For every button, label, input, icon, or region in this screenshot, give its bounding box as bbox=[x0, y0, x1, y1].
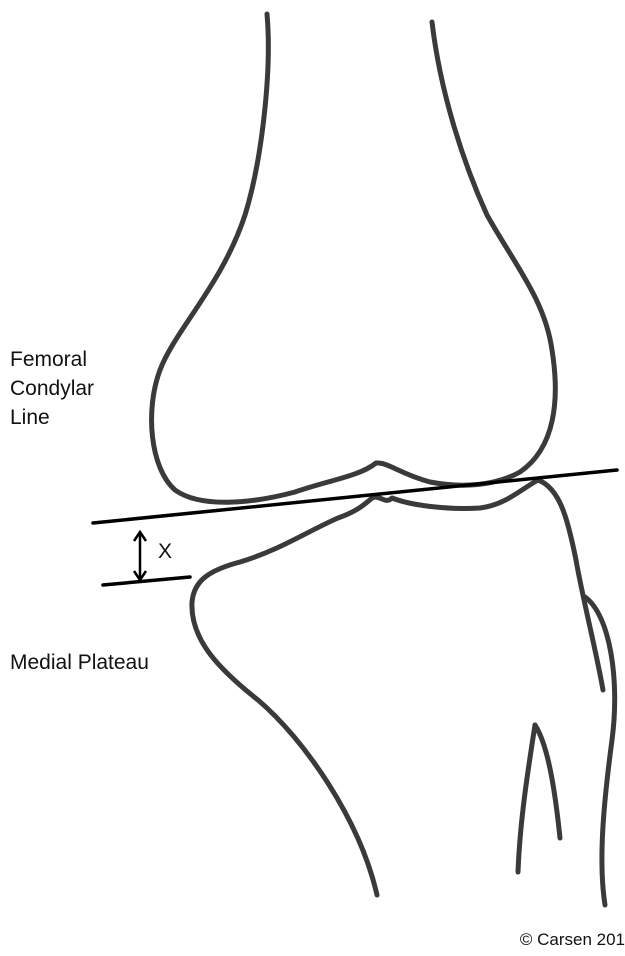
femoral-label-line-1: Femoral bbox=[10, 345, 94, 374]
copyright-notice: © Carsen 201 bbox=[520, 925, 625, 954]
tibia-shaft-line-right bbox=[535, 725, 560, 838]
tibia-shaft-line-left bbox=[518, 725, 535, 872]
femur-outline bbox=[152, 14, 556, 502]
fibula-outline bbox=[585, 597, 615, 905]
medial-plateau-label: Medial Plateau bbox=[10, 648, 149, 677]
x-distance-label: X bbox=[158, 537, 172, 566]
tibia-outline bbox=[192, 480, 603, 895]
medial-plateau-line bbox=[103, 577, 190, 585]
femoral-label-line-2: Condylar bbox=[10, 374, 94, 403]
measurement-arrow bbox=[134, 532, 146, 580]
femoral-condylar-line bbox=[93, 470, 617, 523]
femoral-label-line-3: Line bbox=[10, 403, 94, 432]
femoral-condylar-line-label: Femoral Condylar Line bbox=[10, 345, 94, 432]
